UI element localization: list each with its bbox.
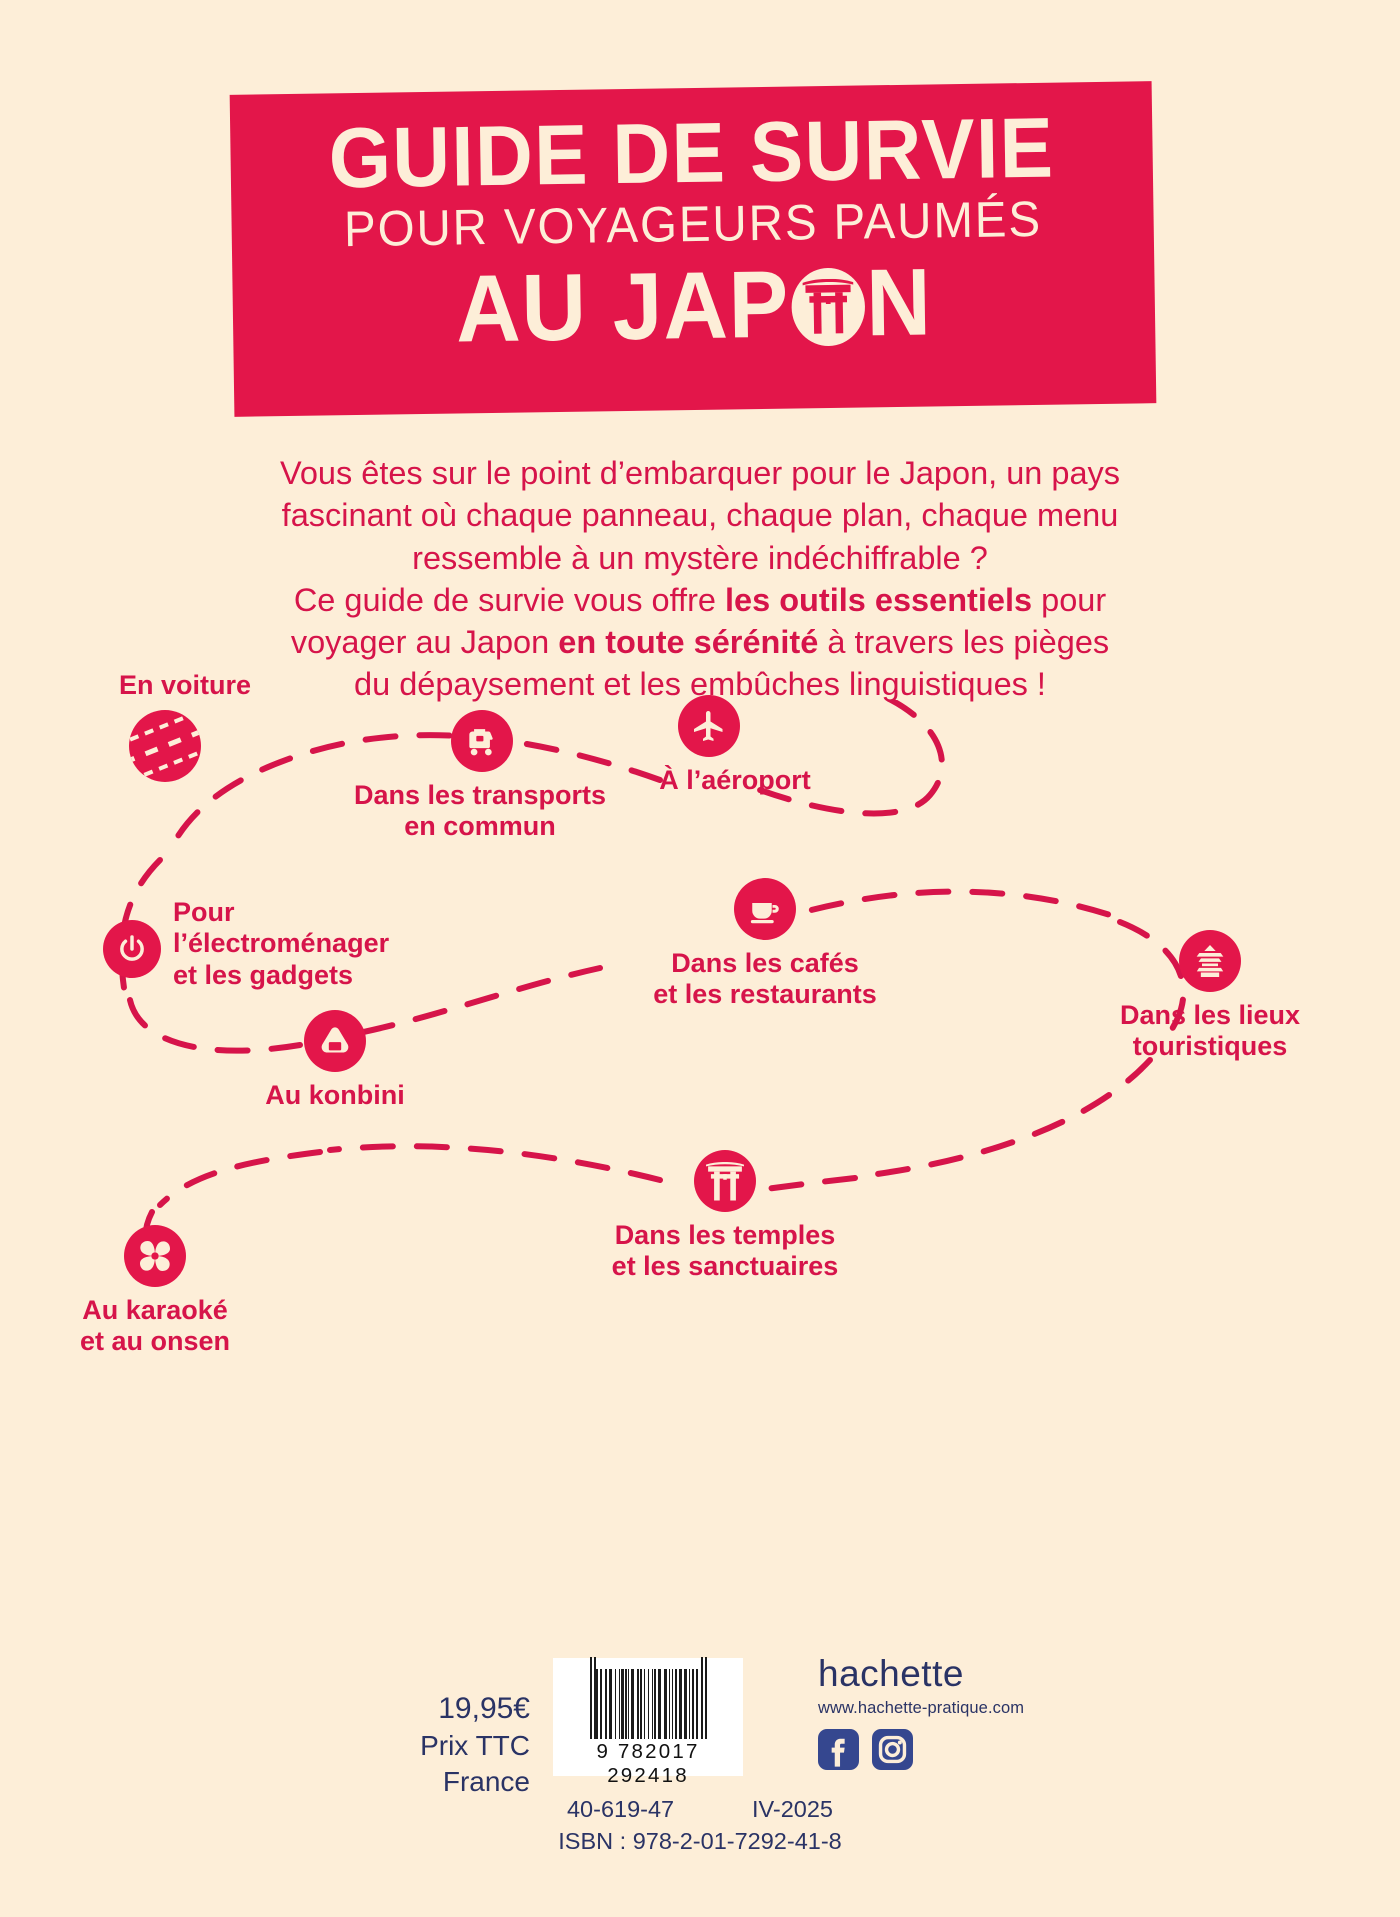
map-node-touristiques[interactable]: Dans les lieux touristiques xyxy=(1080,930,1340,1110)
pagoda-icon xyxy=(1179,930,1241,992)
metadata-row-1: 40-619-47 IV-2025 xyxy=(567,1793,833,1825)
map-node-gadgets[interactable]: Pour l’électroménager et les gadgets xyxy=(95,890,405,1040)
map-label-transports: Dans les transports en commun xyxy=(353,780,607,842)
airplane-icon xyxy=(678,695,740,757)
intro-line-1: Vous êtes sur le point d’embarquer pour … xyxy=(279,455,1121,491)
publication-metadata: 40-619-47 IV-2025 ISBN : 978-2-01-7292-41… xyxy=(0,1793,1400,1858)
barcode-bars xyxy=(561,1657,735,1739)
intro-line-5: voyager au Japon en toute sérénité à tra… xyxy=(170,621,1230,663)
instagram-icon[interactable] xyxy=(872,1729,913,1770)
publisher-website[interactable]: www.hachette-pratique.com xyxy=(818,1699,1025,1717)
map-label-cafes: Dans les cafés et les restaurants xyxy=(653,948,877,1010)
onigiri-icon xyxy=(304,1010,366,1072)
isbn: ISBN : 978-2-01-7292-41-8 xyxy=(558,1828,842,1855)
journey-map: À l’aéroport En voiture Dans les transpo xyxy=(0,670,1400,1670)
coffee-cup-icon xyxy=(734,878,796,940)
map-node-karaoke[interactable]: Au karaoké et au onsen xyxy=(30,1225,280,1405)
price-value: 19,95€ xyxy=(438,1692,530,1725)
map-node-konbini[interactable]: Au konbini xyxy=(210,1010,460,1190)
train-icon xyxy=(451,710,513,772)
road-icon xyxy=(129,710,201,782)
price-block: 19,95€ Prix TTC France xyxy=(400,1690,530,1799)
map-label-gadgets: Pour l’électroménager et les gadgets xyxy=(173,897,390,990)
barcode: 9 782017 292418 xyxy=(553,1657,743,1787)
title-line-3-after: N xyxy=(865,249,933,357)
facebook-icon[interactable] xyxy=(818,1729,859,1770)
intro-line-2: fascinant où chaque panneau, chaque plan… xyxy=(281,497,1119,534)
intro-line-4-bold: les outils essentiels xyxy=(725,581,1033,618)
torii-gate-icon xyxy=(694,1150,756,1212)
map-label-aeroport: À l’aéroport xyxy=(659,765,811,795)
intro-line-4-text-a: Ce guide de survie vous offre xyxy=(293,581,725,618)
ref-code: 40-619-47 xyxy=(566,1796,675,1822)
title-banner: GUIDE DE SURVIE POUR VOYAGEURS PAUMÉS AU… xyxy=(229,81,1157,417)
map-label-voiture: En voiture xyxy=(118,670,252,700)
edition-code: IV-2025 xyxy=(751,1796,833,1822)
power-button-icon xyxy=(103,920,161,978)
map-label-touristiques: Dans les lieux touristiques xyxy=(1119,1000,1301,1062)
map-node-temples[interactable]: Dans les temples et les sanctuaires xyxy=(570,1150,880,1330)
intro-line-5-text-a: voyager au Japon xyxy=(290,624,559,660)
map-label-temples: Dans les temples et les sanctuaires xyxy=(611,1220,839,1282)
title-line-3-before: AU JAP xyxy=(455,251,790,363)
intro-line-3: ressemble à un mystère indéchiffrable ? xyxy=(412,539,988,576)
price-label-country: France xyxy=(442,1765,530,1797)
map-node-aeroport[interactable]: À l’aéroport xyxy=(620,600,850,795)
publisher-name: hachette xyxy=(818,1653,964,1694)
title-line-1: GUIDE DE SURVIE xyxy=(328,100,1056,207)
intro-line-5-bold: en toute sérénité xyxy=(558,624,819,660)
title-line-2: POUR VOYAGEURS PAUMÉS xyxy=(343,190,1042,258)
torii-gate-icon xyxy=(791,267,866,347)
map-label-konbini: Au konbini xyxy=(265,1080,405,1110)
price-label-ttc: Prix TTC xyxy=(420,1730,530,1762)
intro-line-4: Ce guide de survie vous offre les outils… xyxy=(170,579,1230,621)
map-node-transports[interactable]: Dans les transports en commun xyxy=(330,710,630,900)
barcode-number: 9 782017 292418 xyxy=(596,1740,700,1787)
map-label-karaoke: Au karaoké et au onsen xyxy=(79,1295,231,1357)
map-node-cafes[interactable]: Dans les cafés et les restaurants xyxy=(615,878,915,1058)
pinwheel-icon xyxy=(124,1225,186,1287)
title-line-3: AU JAP N xyxy=(455,249,933,363)
intro-line-4-text-b: pour xyxy=(1032,581,1107,618)
intro-line-5-text-b: à travers les pièges xyxy=(818,624,1110,660)
social-links xyxy=(818,1729,1118,1770)
publisher-block: hachette www.hachette-pratique.com xyxy=(818,1655,1118,1770)
map-node-voiture[interactable]: En voiture xyxy=(60,670,310,840)
